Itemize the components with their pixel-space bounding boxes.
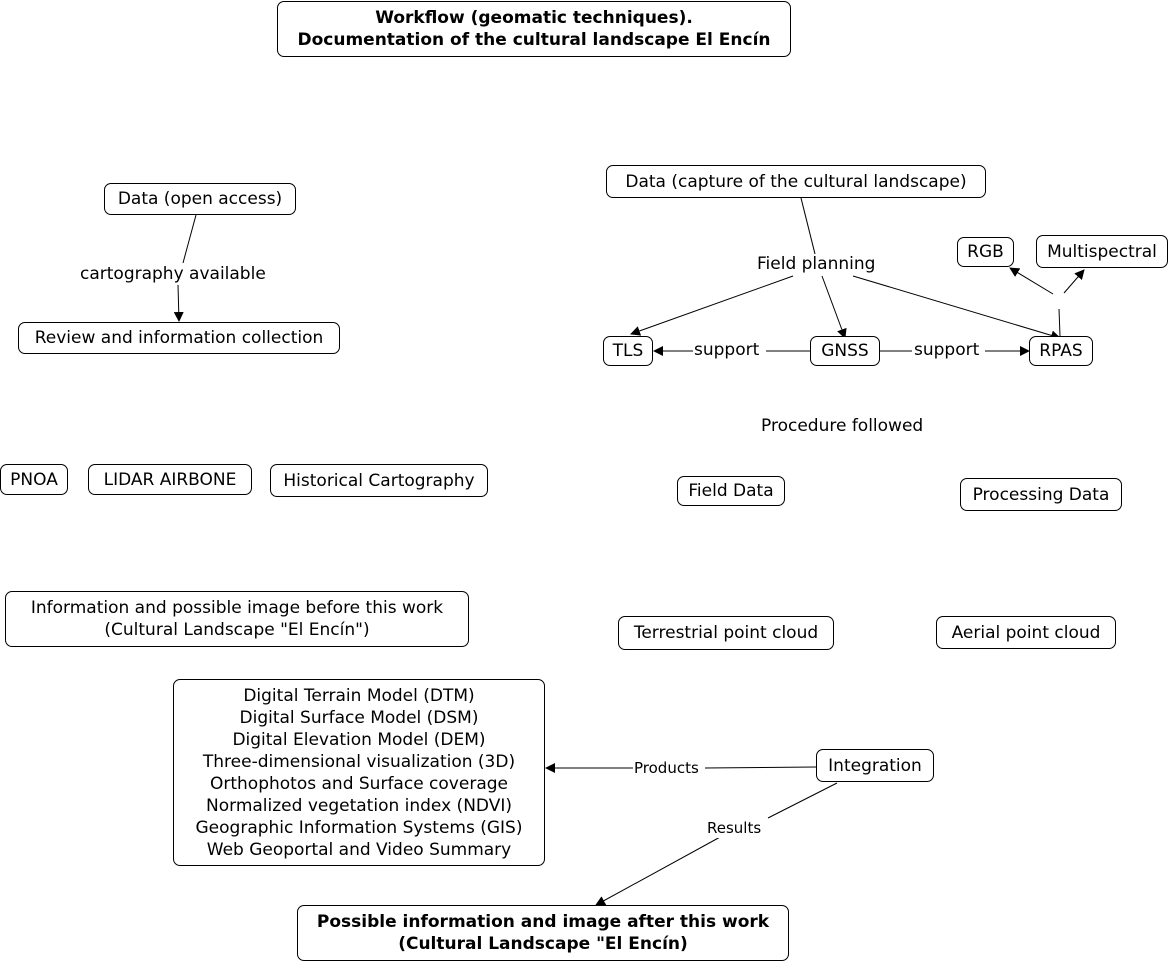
products-list-item: Geographic Information Systems (GIS)	[195, 817, 523, 838]
label-results: Results	[706, 818, 763, 838]
node-historical-cartography: Historical Cartography	[270, 464, 488, 497]
node-products-list: Digital Terrain Model (DTM)Digital Surfa…	[173, 679, 545, 866]
node-aerial-point-cloud: Aerial point cloud	[936, 616, 1116, 649]
info-before-line-2: (Cultural Landscape "El Encín")	[104, 620, 370, 640]
label-field-planning: Field planning	[756, 254, 877, 274]
products-list-item: Web Geoportal and Video Summary	[206, 839, 512, 860]
edge-rpas-up	[1058, 308, 1061, 337]
label-cartography-available: cartography available	[79, 264, 267, 284]
edge-cartography-to-review	[173, 284, 184, 322]
node-multispectral: Multispectral	[1036, 235, 1168, 268]
node-review-info: Review and information collection	[18, 322, 340, 354]
node-data-capture: Data (capture of the cultural landscape)	[606, 165, 986, 198]
node-rpas: RPAS	[1029, 336, 1093, 366]
edge-open-access-to-label	[182, 214, 197, 264]
node-processing-data: Processing Data	[960, 478, 1122, 511]
edge-planning-to-gnss	[821, 275, 847, 339]
products-list-item: Digital Elevation Model (DEM)	[232, 729, 486, 750]
products-list-item: Digital Terrain Model (DTM)	[243, 685, 475, 706]
node-integration: Integration	[816, 749, 934, 782]
node-lidar-airbone: LIDAR AIRBONE	[88, 464, 252, 495]
label-support-left: support	[693, 340, 761, 360]
diagram-title: Workflow (geomatic techniques). Document…	[277, 1, 791, 57]
info-after-line-2: (Cultural Landscape "El Encín)	[398, 934, 688, 954]
node-data-open-access: Data (open access)	[104, 183, 296, 215]
info-before-line-1: Information and possible image before th…	[30, 598, 444, 618]
edge-integration-products	[704, 766, 817, 769]
edge-results-to-after	[595, 835, 723, 906]
edge-rpas-to-multispectral	[1063, 269, 1085, 294]
products-list-item: Normalized vegetation index (NDVI)	[206, 795, 512, 816]
products-list-item: Three-dimensional visualization (3D)	[202, 751, 516, 772]
node-rgb: RGB	[957, 237, 1014, 267]
label-procedure-followed: Procedure followed	[761, 416, 924, 436]
node-info-after: Possible information and image after thi…	[297, 905, 789, 961]
edge-planning-to-tls	[630, 275, 794, 336]
node-info-before: Information and possible image before th…	[5, 591, 469, 647]
products-list-item: Digital Surface Model (DSM)	[239, 707, 479, 728]
title-line-2: Documentation of the cultural landscape …	[297, 30, 771, 50]
edge-planning-to-rpas	[852, 275, 1061, 341]
edge-rpas-to-rgb	[1009, 267, 1054, 295]
title-line-1: Workflow (geomatic techniques).	[375, 8, 693, 28]
node-gnss: GNSS	[810, 336, 880, 366]
info-after-line-1: Possible information and image after thi…	[316, 912, 770, 932]
node-field-data: Field Data	[677, 476, 785, 506]
node-terrestrial-point-cloud: Terrestrial point cloud	[618, 616, 834, 650]
node-pnoa: PNOA	[0, 464, 68, 495]
label-support-right: support	[913, 340, 981, 360]
node-tls: TLS	[603, 336, 653, 366]
products-list-item: Orthophotos and Surface coverage	[210, 773, 508, 794]
edge-capture-to-field-planning	[800, 197, 816, 255]
label-products: Products	[633, 758, 700, 778]
edge-integration-results	[767, 782, 838, 819]
